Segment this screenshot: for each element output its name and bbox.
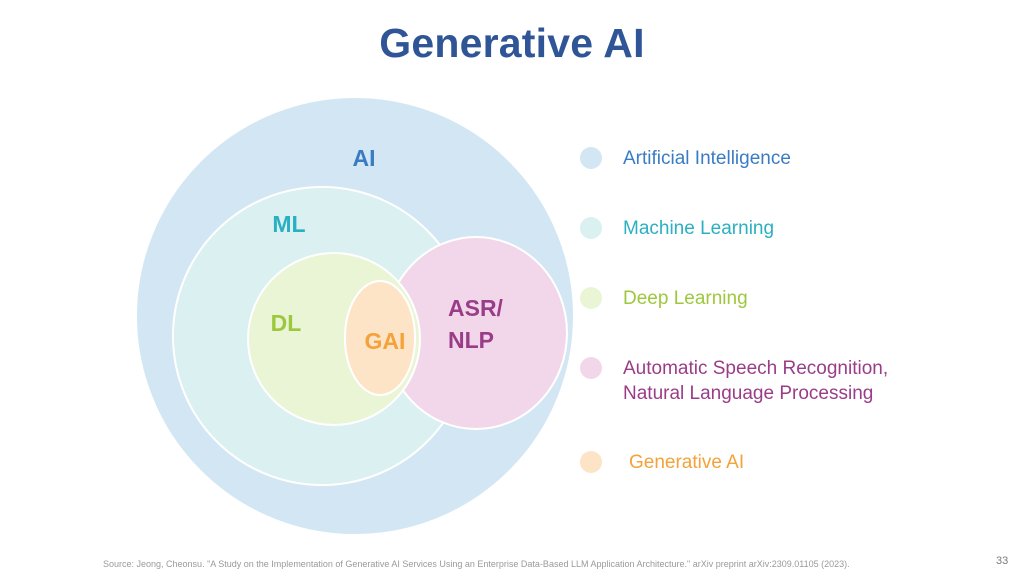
page-number: 33 xyxy=(996,555,1009,567)
asr-label-line1: ASR/ xyxy=(448,295,504,321)
legend-label-ai: Artificial Intelligence xyxy=(623,148,791,169)
legend-label-asr-line1: Automatic Speech Recognition, xyxy=(623,358,889,379)
legend-dot-ml xyxy=(580,217,602,239)
ml-label: ML xyxy=(272,211,305,237)
legend-label-asr-line2: Natural Language Processing xyxy=(623,383,874,404)
legend-label-dl: Deep Learning xyxy=(623,288,748,309)
gai-ellipse xyxy=(344,280,416,396)
legend-label-ml: Machine Learning xyxy=(623,218,775,239)
legend-dot-gai xyxy=(580,451,602,473)
legend-dot-ai xyxy=(580,147,602,169)
slide-title: Generative AI xyxy=(379,20,645,66)
legend-dot-asr-nlp xyxy=(580,357,602,379)
legend-label-gai: Generative AI xyxy=(629,452,745,473)
dl-label: DL xyxy=(271,310,302,336)
legend-dot-dl xyxy=(580,287,602,309)
asr-label-line2: NLP xyxy=(448,327,494,353)
ai-label: AI xyxy=(353,145,376,171)
gai-label: GAI xyxy=(365,328,406,354)
source-citation: Source: Jeong, Cheonsu. "A Study on the … xyxy=(103,559,850,569)
